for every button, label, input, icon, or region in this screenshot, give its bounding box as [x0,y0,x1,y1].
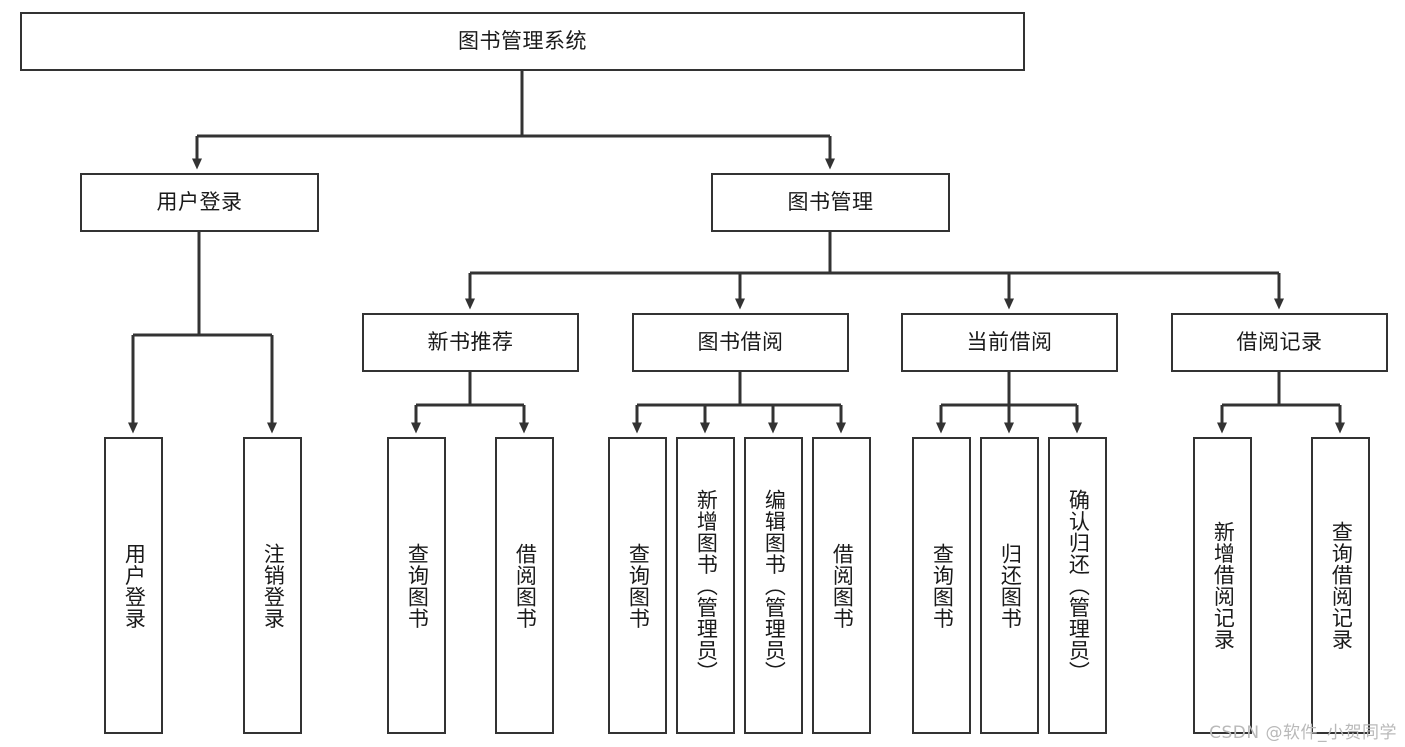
leaf-query-book-borrow[interactable]: 查询图书 [608,437,667,734]
leaf-confirm-return-admin-label: 确认归还（管理员） [1066,488,1091,683]
leaf-edit-book-admin[interactable]: 编辑图书（管理员） [744,437,803,734]
node-current-borrow-label: 当前借阅 [966,329,1053,354]
leaf-borrow-book-borrow-label: 借阅图书 [830,542,855,629]
leaf-logout-login-label: 注销登录 [261,542,286,629]
node-new-book-recommend-label: 新书推荐 [427,329,514,354]
node-borrow-record[interactable]: 借阅记录 [1171,313,1388,372]
leaf-query-borrow-record-label: 查询借阅记录 [1329,521,1354,650]
node-new-book-recommend[interactable]: 新书推荐 [362,313,579,372]
leaf-return-book-label: 归还图书 [998,542,1023,629]
node-root-system-label: 图书管理系统 [458,28,587,53]
leaf-query-book-current-label: 查询图书 [930,542,955,629]
leaf-return-book[interactable]: 归还图书 [980,437,1039,734]
node-book-borrow-label: 图书借阅 [697,329,784,354]
node-book-borrow[interactable]: 图书借阅 [632,313,849,372]
leaf-edit-book-admin-label: 编辑图书（管理员） [762,488,787,683]
leaf-user-login-label: 用户登录 [122,542,147,629]
leaf-confirm-return-admin[interactable]: 确认归还（管理员） [1048,437,1107,734]
leaf-add-book-admin-label: 新增图书（管理员） [694,488,719,683]
node-borrow-record-label: 借阅记录 [1236,329,1323,354]
leaf-add-borrow-record-label: 新增借阅记录 [1211,521,1236,650]
node-user-login[interactable]: 用户登录 [80,173,319,232]
node-book-manage-label: 图书管理 [787,189,874,214]
leaf-query-book-recommend[interactable]: 查询图书 [387,437,446,734]
leaf-query-borrow-record[interactable]: 查询借阅记录 [1311,437,1370,734]
leaf-user-login[interactable]: 用户登录 [104,437,163,734]
leaf-logout-login[interactable]: 注销登录 [243,437,302,734]
node-book-manage[interactable]: 图书管理 [711,173,950,232]
leaf-add-borrow-record[interactable]: 新增借阅记录 [1193,437,1252,734]
node-root-system[interactable]: 图书管理系统 [20,12,1025,71]
node-user-login-label: 用户登录 [156,189,243,214]
leaf-borrow-book-recommend-label: 借阅图书 [513,542,538,629]
node-current-borrow[interactable]: 当前借阅 [901,313,1118,372]
leaf-query-book-borrow-label: 查询图书 [626,542,651,629]
leaf-borrow-book-recommend[interactable]: 借阅图书 [495,437,554,734]
leaf-query-book-current[interactable]: 查询图书 [912,437,971,734]
leaf-add-book-admin[interactable]: 新增图书（管理员） [676,437,735,734]
leaf-query-book-recommend-label: 查询图书 [405,542,430,629]
leaf-borrow-book-borrow[interactable]: 借阅图书 [812,437,871,734]
